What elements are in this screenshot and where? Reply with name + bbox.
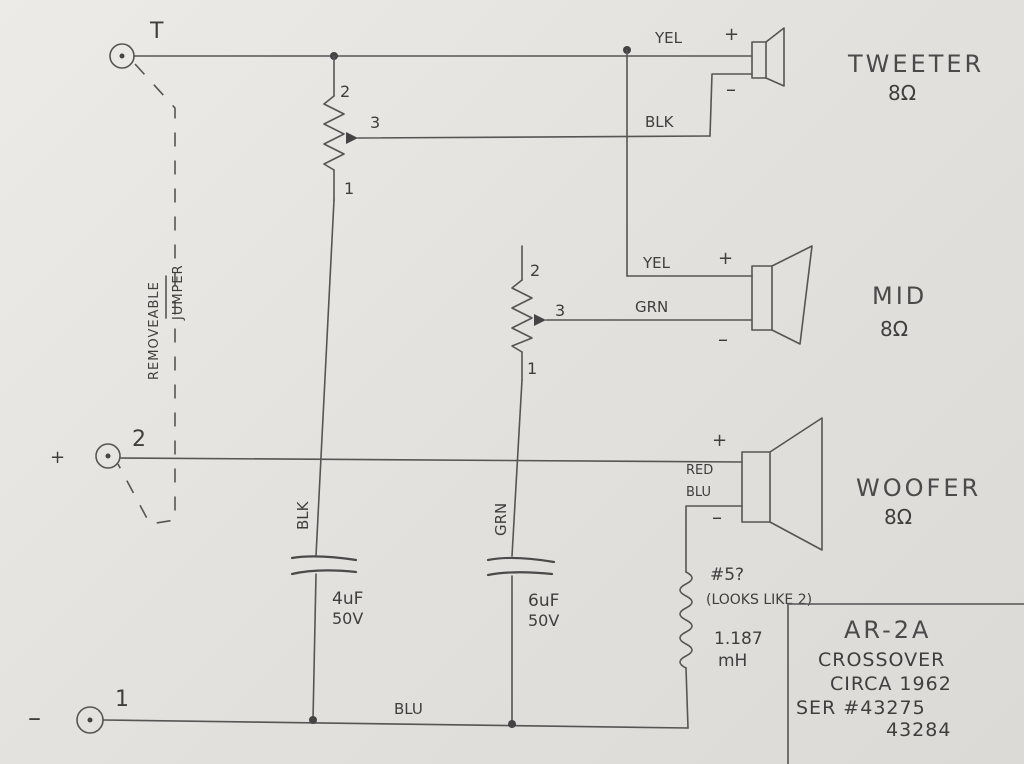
woofer-plus: + — [712, 430, 727, 451]
tweeter-plus: + — [724, 24, 739, 45]
tweeter-name: TWEETER — [847, 50, 984, 78]
woofer-speaker-symbol: + – — [712, 417, 823, 551]
cap2-value: 6uF — [528, 591, 559, 611]
wire-blk-cap: BLK — [294, 500, 312, 530]
mid-speaker-symbol: + – — [718, 245, 813, 351]
removable-jumper: REMOVEABLE JUMPER — [117, 63, 186, 525]
top-rail — [133, 46, 753, 60]
woofer-rail: RED BLU — [119, 457, 743, 573]
terminal-2: 2 + — [50, 427, 146, 469]
terminal-2-label: 2 — [132, 427, 146, 452]
jumper-label-1: REMOVEABLE — [147, 281, 162, 380]
jumper-label-2: JUMPER — [171, 264, 186, 321]
inductor-num: #5? — [710, 565, 744, 585]
wire-yel-tweeter: YEL — [654, 29, 683, 47]
wire-blu-woofer: BLU — [686, 485, 711, 500]
woofer-name: WOOFER — [856, 474, 981, 502]
pot-tweeter-pin1: 1 — [344, 179, 354, 198]
title-line-3: CIRCA 1962 — [830, 673, 952, 695]
mid-wiring: GRN — [545, 298, 753, 321]
pot-mid-pin2: 2 — [530, 261, 540, 280]
inductor-unit: mH — [718, 651, 747, 671]
title-line-5: 43284 — [886, 719, 951, 741]
tweeter-speaker-symbol: + – — [724, 24, 785, 101]
title-line-4: SER #43275 — [796, 697, 926, 719]
capacitor-2: GRN 6uF 50V — [486, 379, 559, 723]
wire-grn-mid: GRN — [635, 298, 668, 316]
wire-blk-tweeter: BLK — [645, 113, 675, 131]
inductor-note: (LOOKS LIKE 2) — [706, 592, 812, 608]
terminal-t-label: T — [149, 19, 164, 44]
capacitor-1: BLK 4uF 50V — [290, 199, 363, 721]
pot-tweeter-pin2: 2 — [340, 82, 350, 101]
title-line-2: CROSSOVER — [818, 649, 945, 671]
cap1-voltage: 50V — [332, 609, 363, 628]
pot-mid: 2 3 1 — [511, 245, 565, 381]
title-line-1: AR-2A — [844, 616, 931, 644]
mid-plus: + — [718, 248, 733, 269]
terminal-minus-label: – — [28, 703, 41, 733]
cap1-value: 4uF — [332, 589, 363, 609]
terminal-1: 1 – — [28, 687, 129, 734]
wire-grn-cap: GRN — [492, 503, 510, 536]
inductor-value: 1.187 — [714, 629, 763, 649]
woofer-minus: – — [712, 505, 722, 529]
tweeter-impedance: 8Ω — [888, 81, 916, 105]
mid-minus: – — [718, 327, 728, 351]
pot-mid-pin1: 1 — [527, 359, 537, 378]
wire-blu-bottom: BLU — [394, 700, 423, 718]
mid-impedance: 8Ω — [880, 317, 908, 341]
tweeter-minus: – — [726, 77, 736, 101]
terminal-1-label: 1 — [115, 687, 129, 712]
tweeter-wiring: YEL BLK YEL — [357, 29, 753, 277]
inductor: #5? (LOOKS LIKE 2) 1.187 mH — [679, 565, 812, 729]
pot-tweeter: 2 3 1 — [323, 55, 380, 201]
woofer-impedance: 8Ω — [884, 505, 912, 529]
wire-red-woofer: RED — [686, 463, 713, 478]
mid-name: MID — [872, 282, 927, 310]
cap2-voltage: 50V — [528, 611, 559, 630]
pot-tweeter-pin3: 3 — [370, 113, 380, 132]
terminal-plus-label: + — [50, 447, 65, 468]
title-block: AR-2A CROSSOVER CIRCA 1962 SER #43275 43… — [787, 603, 1024, 764]
wire-yel-mid: YEL — [642, 254, 671, 272]
pot-mid-pin3: 3 — [555, 301, 565, 320]
terminal-t: T — [109, 19, 164, 69]
bottom-rail: BLU — [102, 700, 689, 729]
